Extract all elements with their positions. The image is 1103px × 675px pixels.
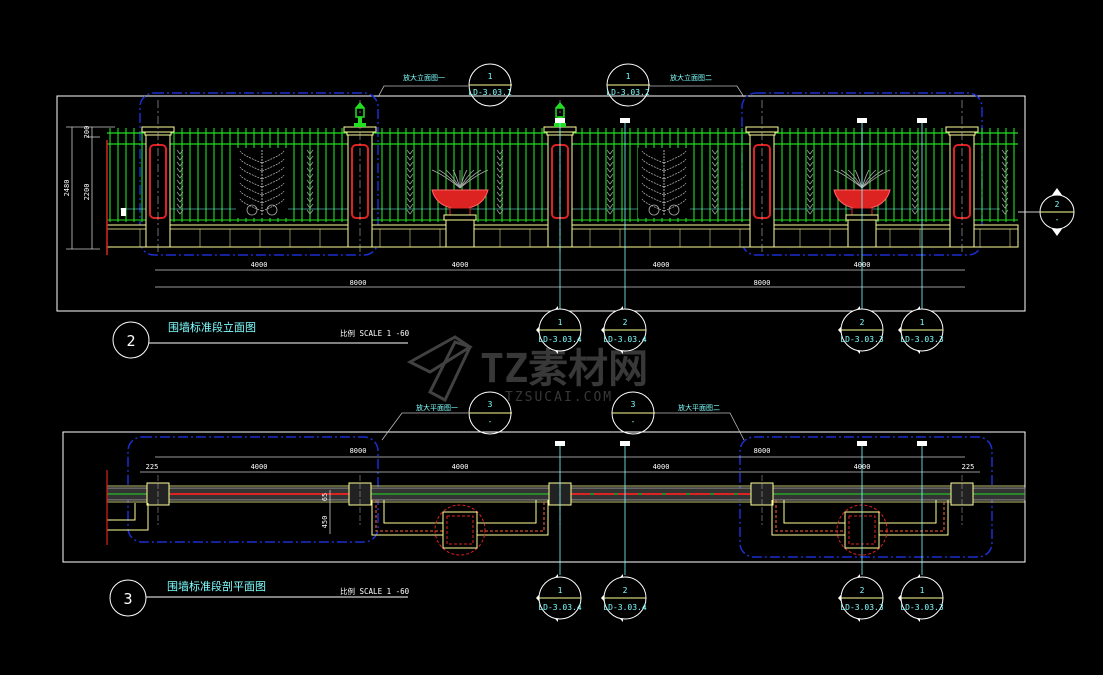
dim-end: 225 [962, 463, 975, 471]
marker-number: 1 [558, 586, 563, 595]
dim-wall: 2200 [83, 184, 91, 201]
elevation-frame [56, 95, 1026, 312]
plan-title-block: 3 围墙标准段剖平面图 比例 SCALE 1 -60 [109, 579, 410, 617]
marker-sheet: LD-3.03.3 [900, 335, 944, 344]
scale-text: 比例 SCALE 1 -60 [340, 586, 410, 596]
callout-bubble[interactable]: 3 - [468, 391, 512, 435]
height-dimensions [66, 126, 115, 250]
section-marker-right[interactable]: 2 - [1039, 188, 1075, 236]
callout-bubble[interactable]: 1 LD-3.03.2 [606, 63, 650, 107]
callout-leaders [381, 412, 745, 441]
marker-number: 2 [623, 318, 628, 327]
section-marker[interactable]: 2LD-3.03.3 [838, 306, 884, 354]
dim-span: 4000 [251, 463, 268, 471]
marker-number: 2 [860, 318, 865, 327]
marker-sheet: LD-3.03.4 [603, 335, 647, 344]
dim-bench-depth: 450 [321, 516, 329, 529]
marker-sheet: LD-3.03.3 [840, 335, 884, 344]
callout-number: 3 [488, 400, 493, 409]
elevation-view: 2480 200 2200 4000 4000 4000 4000 8000 8… [56, 63, 1075, 359]
lamp-icon [555, 102, 565, 108]
title-text: 围墙标准段立面图 [168, 320, 256, 334]
plan-wall [106, 470, 1026, 556]
marker-number: 2 [860, 586, 865, 595]
marker [121, 208, 126, 216]
dim-cap: 200 [83, 126, 91, 139]
callout-leaders [377, 85, 745, 98]
watermark-url: TZSUCAI.COM [505, 390, 613, 405]
callout-bubble[interactable]: 3 - [611, 391, 655, 435]
lamp-icon [355, 102, 365, 108]
title-number: 3 [123, 590, 132, 608]
title-text: 围墙标准段剖平面图 [167, 579, 266, 593]
dim-end: 225 [146, 463, 159, 471]
planter-pedestal [445, 219, 475, 248]
callout-label: 放大立面图二 [670, 73, 712, 82]
marker-number: 1 [920, 586, 925, 595]
watermark-logo-icon [406, 335, 473, 403]
marker-number: 1 [920, 318, 925, 327]
callout-number: 1 [626, 72, 631, 81]
elevation-title-block: 2 围墙标准段立面图 比例 SCALE 1 -60 [112, 320, 410, 359]
section-marker[interactable]: 2LD-3.03.4 [601, 574, 647, 622]
dim-double: 8000 [754, 447, 771, 455]
dim-double: 8000 [350, 447, 367, 455]
planter-bowl [431, 189, 489, 209]
section-marker[interactable]: 1LD-3.03.4 [536, 306, 582, 354]
watermark: TZ素材网 TZSUCAI.COM [406, 335, 648, 405]
scale-text: 比例 SCALE 1 -60 [340, 328, 410, 338]
callout-label: 放大平面图一 [416, 403, 458, 412]
dim-span: 4000 [452, 463, 469, 471]
dim-span: 4000 [251, 261, 268, 269]
dim-total-height: 2480 [63, 180, 71, 197]
section-marker[interactable]: 2LD-3.03.3 [838, 574, 884, 622]
planter-outline [434, 504, 486, 556]
section-marker[interactable]: 2LD-3.03.4 [601, 306, 647, 354]
dim-span: 4000 [452, 261, 469, 269]
marker-number: 2 [623, 586, 628, 595]
section-marker[interactable]: 1LD-3.03.3 [898, 574, 944, 622]
callout-bubble[interactable]: 1 LD-3.03.1 [468, 63, 512, 107]
marker-sheet: LD-3.03.3 [840, 603, 884, 612]
section-markers: 1LD-3.03.41LD-3.03.42LD-3.03.42LD-3.03.4… [536, 306, 944, 622]
dim-double: 8000 [754, 279, 771, 287]
callout-label: 放大立面图一 [403, 73, 445, 82]
section-marker[interactable]: 1LD-3.03.4 [536, 574, 582, 622]
marker-sheet: LD-3.03.4 [603, 603, 647, 612]
callout-sheet: LD-3.03.2 [606, 88, 650, 97]
section-marker[interactable]: 1LD-3.03.3 [898, 306, 944, 354]
marker-sheet: LD-3.03.4 [538, 603, 582, 612]
plan-view: 225 4000 4000 4000 4000 225 8000 8000 65… [62, 391, 1026, 617]
watermark-brand: TZ素材网 [480, 346, 648, 392]
dim-double: 8000 [350, 279, 367, 287]
callout-number: 1 [488, 72, 493, 81]
lamp-icons [354, 102, 566, 127]
title-number: 2 [126, 332, 135, 350]
callout-label: 放大平面图二 [678, 403, 720, 412]
callout-sheet: - [488, 417, 493, 426]
section-cut-lines [555, 118, 927, 575]
callout-number: 3 [631, 400, 636, 409]
marker-number: 1 [558, 318, 563, 327]
dim-wall-thickness: 65 [321, 493, 329, 501]
marker-number: 2 [1055, 200, 1060, 209]
ornamental-panels [176, 148, 1009, 218]
callout-sheet: - [631, 417, 636, 426]
dim-span: 4000 [653, 261, 670, 269]
marker-sheet: LD-3.03.4 [538, 335, 582, 344]
marker-sheet: - [1055, 215, 1060, 224]
callout-sheet: LD-3.03.1 [468, 88, 512, 97]
dim-span: 4000 [653, 463, 670, 471]
marker-sheet: LD-3.03.3 [900, 603, 944, 612]
